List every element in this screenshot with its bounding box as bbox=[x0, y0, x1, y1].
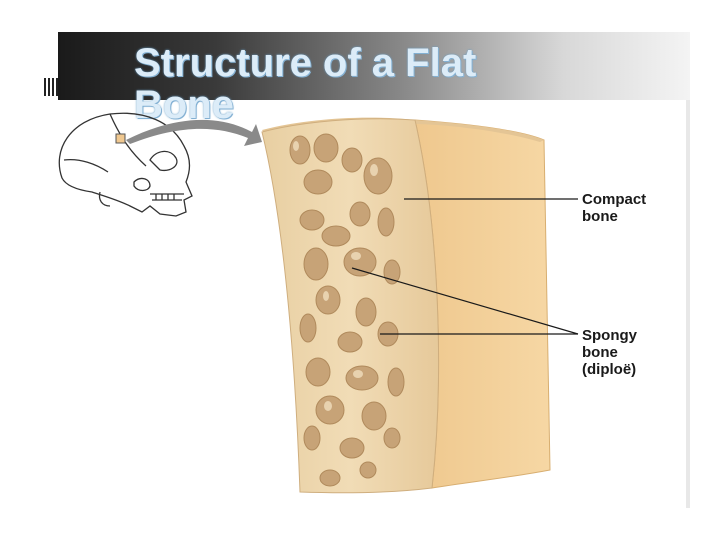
title-bar bbox=[58, 32, 690, 100]
spongy-bone-label: Spongy bone (diploë) bbox=[582, 327, 637, 378]
spongy-bone-label-line2: bone bbox=[582, 344, 618, 361]
slide-title: Structure of a Flat Bone bbox=[134, 41, 477, 127]
slide-edge bbox=[686, 100, 690, 508]
leader-lines bbox=[351, 198, 579, 335]
sample-region-marker bbox=[115, 133, 126, 144]
pointer-arrow-icon bbox=[126, 119, 262, 146]
spongy-bone-label-line3: (diploë) bbox=[582, 361, 637, 378]
spongy-bone-label-line1: Spongy bbox=[582, 327, 637, 344]
header-stripe-ornament bbox=[44, 78, 62, 96]
compact-bone-label-line1: Compact bbox=[582, 191, 647, 208]
compact-bone-label-line2: bone bbox=[582, 208, 618, 225]
trabecular-highlights bbox=[293, 141, 378, 411]
spongy-bone-leader-upper bbox=[351, 267, 579, 335]
bone-cross-section bbox=[261, 118, 440, 494]
compact-bone-label: Compact bone bbox=[582, 191, 646, 225]
